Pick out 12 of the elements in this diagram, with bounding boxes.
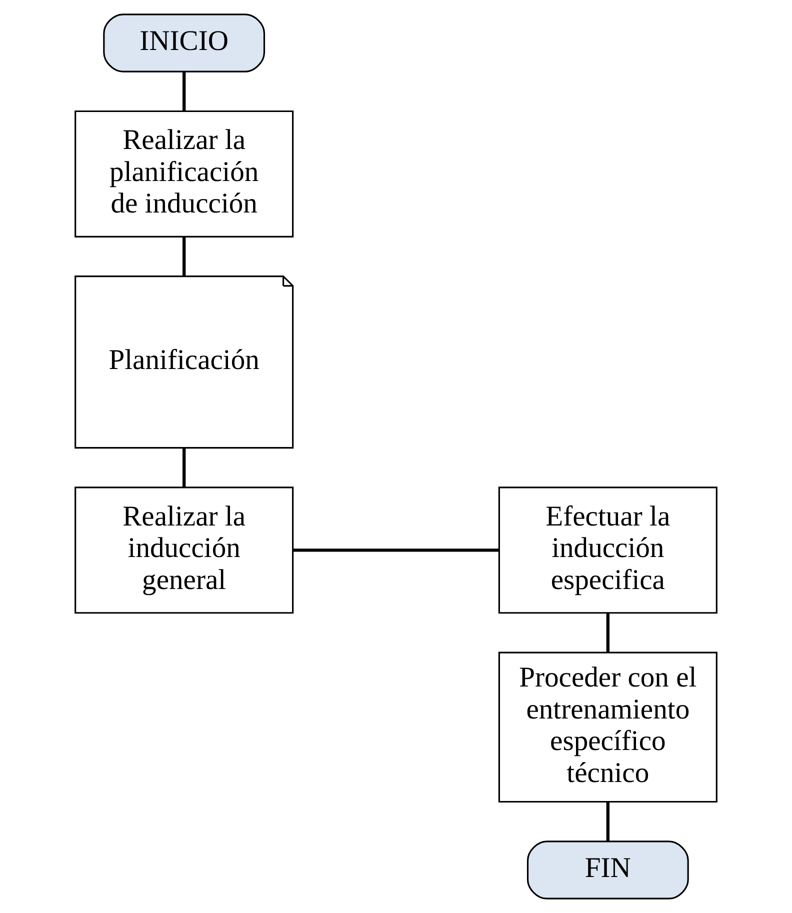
node-box: INICIO <box>103 14 266 72</box>
node-box: Proceder con el entrenamiento específico técnico <box>498 652 718 803</box>
connector <box>182 72 186 112</box>
connector <box>606 613 610 652</box>
node-box: Realizar la planificación de inducción <box>74 110 294 238</box>
node-box: FIN <box>526 840 689 900</box>
connector <box>182 237 186 276</box>
node-box: Efectuar la inducción especifica <box>498 486 718 614</box>
connector <box>606 802 610 842</box>
node-box: Realizar la inducción general <box>74 486 294 614</box>
connector <box>182 448 186 487</box>
connector <box>292 548 500 552</box>
